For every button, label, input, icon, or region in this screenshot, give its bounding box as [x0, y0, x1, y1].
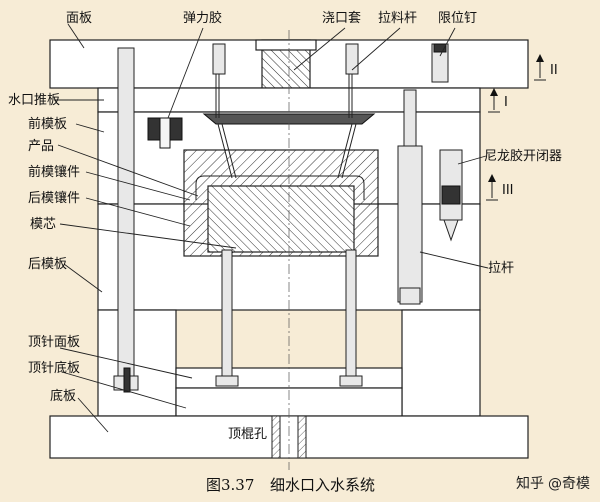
product-shell	[195, 175, 365, 200]
ejector-pin-left-head	[215, 375, 239, 387]
runner-plate-insert	[202, 113, 376, 125]
label-puller-rod: 拉料杆	[378, 11, 417, 26]
ejector-pin-right-head	[339, 375, 363, 387]
spacer-block-right	[401, 309, 481, 417]
label-ko-hole: 顶棍孔	[228, 427, 267, 442]
puller-rod-left	[212, 43, 226, 75]
label-ejector-base: 顶针底板	[28, 360, 80, 376]
label-face-plate: 面板	[66, 11, 92, 26]
ejector-pin-right	[345, 249, 357, 379]
return-pin-left-dark	[123, 367, 131, 393]
watermark-site: 知乎	[516, 475, 544, 492]
ejector-pin-left	[221, 249, 233, 379]
label-ejector-retainer: 顶针面板	[28, 335, 80, 350]
label-runner-stripper: 水口推板	[8, 93, 60, 108]
nylon-opener-head	[441, 185, 461, 205]
label-product: 产品	[28, 139, 54, 154]
parting-arrow-I	[488, 88, 500, 113]
label-parting-II: II	[550, 63, 558, 78]
label-core: 模芯	[30, 217, 56, 232]
parting-arrow-III	[486, 174, 498, 201]
return-pin-left	[117, 47, 135, 389]
parting-arrow-II	[534, 54, 546, 81]
label-nylon-opener: 尼龙胶开闭器	[484, 148, 562, 164]
label-stop-pin: 限位钉	[438, 11, 477, 26]
label-front-mold-plate: 前模板	[28, 116, 67, 132]
spacer-block-left	[97, 309, 177, 417]
pull-rod-sleeve	[397, 145, 423, 303]
label-parting-III: III	[502, 183, 514, 198]
label-spring-glue: 弹力胶	[183, 10, 222, 26]
label-front-insert: 前模镶件	[28, 164, 80, 180]
caption-number: 图3.37	[206, 476, 254, 494]
caption-title: 细水口入水系统	[270, 476, 375, 494]
mold-core	[207, 185, 355, 253]
label-pull-rod: 拉杆	[488, 261, 514, 276]
nylon-opener-tip	[443, 219, 459, 242]
watermark-author: @奇模	[548, 475, 590, 492]
label-parting-I: I	[504, 95, 508, 110]
stop-pin-head	[433, 43, 447, 53]
label-rear-mold-plate: 后模板	[28, 257, 67, 272]
pull-rod-foot	[399, 287, 421, 305]
nylon-opener-body	[439, 149, 463, 221]
label-sprue-bush: 浇口套	[322, 10, 361, 26]
label-rear-insert: 后模镶件	[28, 190, 80, 206]
sprue-bush-head	[255, 39, 317, 51]
label-bottom-plate: 底板	[50, 388, 76, 404]
spring-glue-core	[159, 117, 171, 149]
